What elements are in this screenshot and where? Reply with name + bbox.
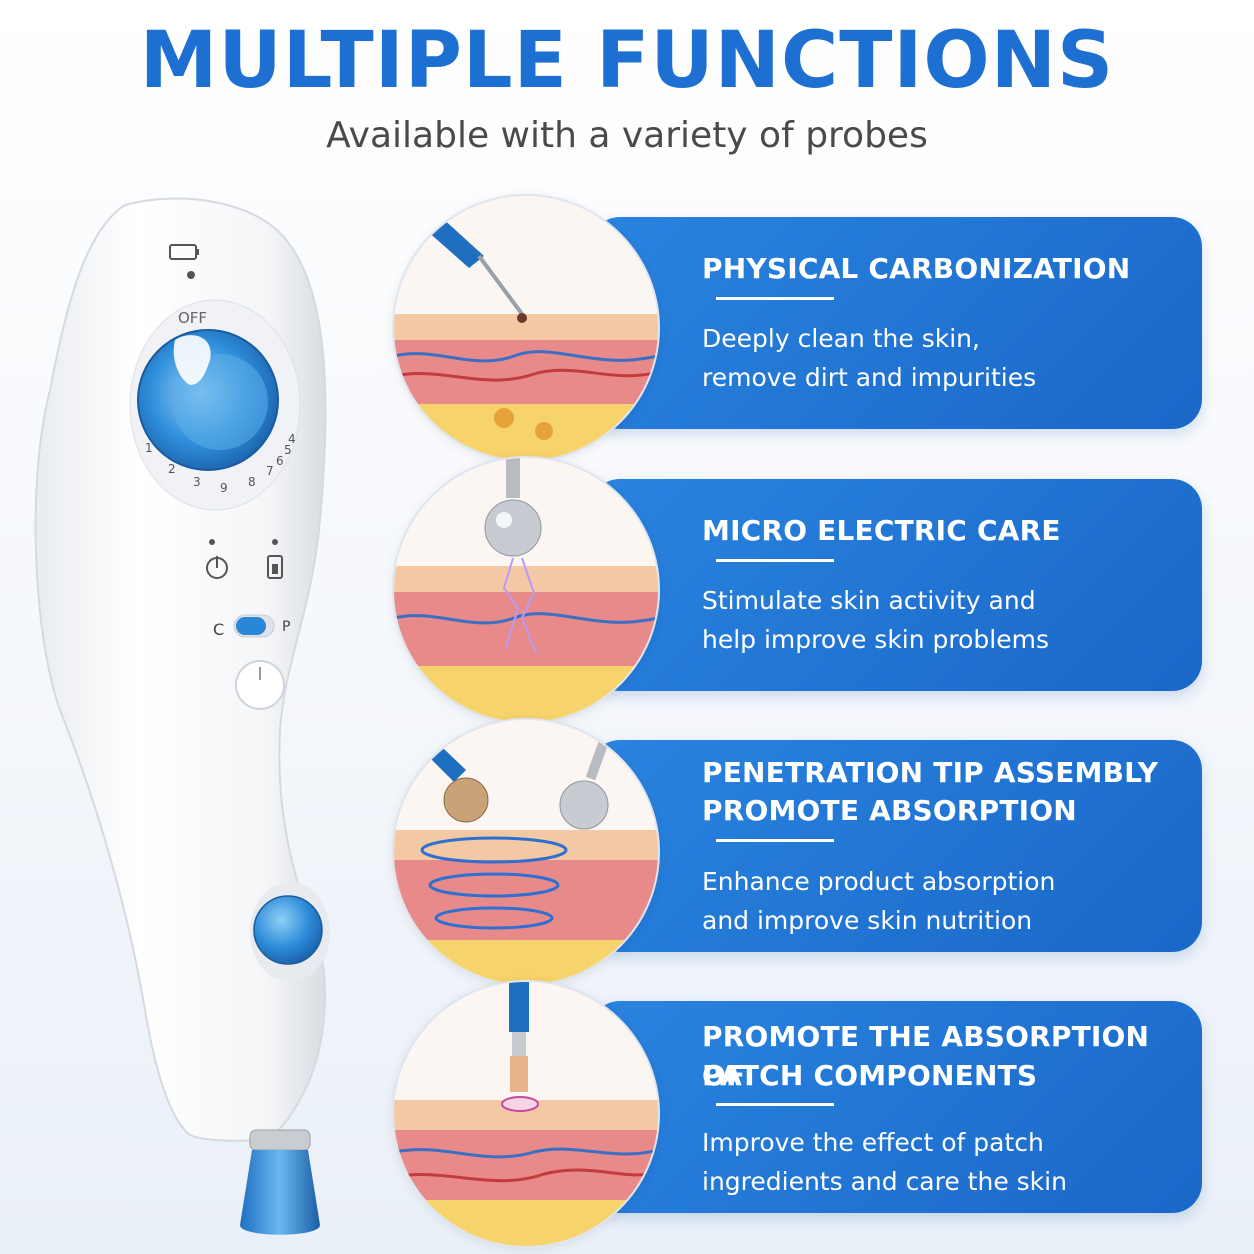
power-icon[interactable] [206, 556, 228, 579]
svg-text:5: 5 [284, 443, 292, 457]
svg-text:8: 8 [248, 475, 256, 489]
feature-desc: help improve skin problems [702, 625, 1050, 654]
needle-probe-illustration [392, 194, 660, 462]
feature-desc: remove dirt and impurities [702, 363, 1037, 392]
function-button[interactable] [235, 660, 285, 710]
page-title: MULTIPLE FUNCTIONS [139, 16, 1115, 106]
battery-icon [169, 244, 199, 260]
feature-divider [716, 559, 834, 562]
trigger-button[interactable] [250, 882, 330, 982]
feature-title: PENETRATION TIP ASSEMBLY [702, 756, 1159, 789]
svg-text:1: 1 [145, 441, 153, 455]
feature-title: PATCH COMPONENTS [702, 1059, 1038, 1092]
patch-probe-illustration [392, 980, 660, 1248]
feature-panel-micro-electric: MICRO ELECTRIC CARE Stimulate skin activ… [590, 479, 1202, 691]
feature-desc: and improve skin nutrition [702, 906, 1033, 935]
mode-switch[interactable] [233, 614, 275, 638]
feature-panel-penetration: PENETRATION TIP ASSEMBLY PROMOTE ABSORPT… [590, 740, 1202, 952]
feature-title: PROMOTE ABSORPTION [702, 794, 1077, 827]
page-subtitle: Available with a variety of probes [326, 115, 928, 156]
feature-panel-patch: PROMOTE THE ABSORPTION OF PATCH COMPONEN… [590, 1001, 1202, 1213]
ball-probe-icon [484, 458, 542, 557]
feature-desc: Improve the effect of patch [702, 1128, 1044, 1157]
feature-desc: Deeply clean the skin, [702, 324, 980, 353]
patch-probe-icon [509, 982, 529, 1092]
device-illustration: OFF 1 2 3 9 8 7 6 5 4 C P [34, 197, 330, 1235]
feature-divider [716, 297, 834, 300]
probe-tip [240, 1129, 320, 1235]
feature-desc: ingredients and care the skin [702, 1167, 1067, 1196]
feature-desc: Enhance product absorption [702, 867, 1056, 896]
indicator-light [187, 271, 195, 279]
feature-desc: Stimulate skin activity and [702, 586, 1036, 615]
svg-text:6: 6 [276, 454, 284, 468]
feature-divider [716, 1103, 834, 1106]
svg-text:3: 3 [193, 475, 201, 489]
feature-panel-carbonization: PHYSICAL CARBONIZATION Deeply clean the … [590, 217, 1202, 429]
feature-title: PHYSICAL CARBONIZATION [702, 252, 1131, 285]
mode-p-label: P [282, 619, 290, 635]
intensity-dial[interactable] [137, 329, 279, 471]
svg-text:4: 4 [288, 432, 296, 446]
dial-off-label: OFF [178, 309, 207, 327]
charge-icon [267, 555, 283, 579]
svg-text:7: 7 [266, 464, 274, 478]
beauty-pen-device: OFF 1 2 3 9 8 7 6 5 4 C P [30, 190, 360, 1250]
dial-scale: 1 2 3 9 8 7 6 5 4 [145, 432, 296, 495]
mode-c-label: C [213, 620, 224, 639]
feature-title: PROMOTE THE ABSORPTION OF [702, 1020, 1150, 1092]
svg-text:2: 2 [168, 462, 176, 476]
svg-text:9: 9 [220, 481, 228, 495]
feature-divider [716, 839, 834, 842]
feature-title: MICRO ELECTRIC CARE [702, 514, 1061, 547]
ball-probe-illustration [392, 456, 660, 724]
spiked-and-ball-probe-illustration [392, 718, 660, 986]
